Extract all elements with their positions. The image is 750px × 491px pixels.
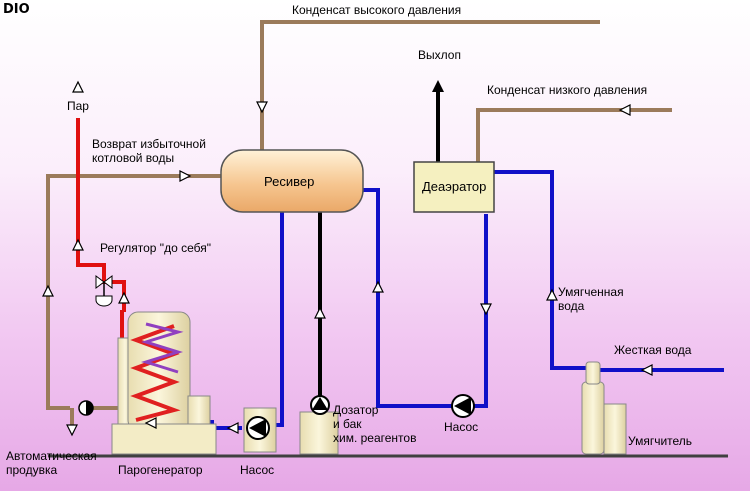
receiver-to-pump (272, 212, 284, 427)
lp-condensate-pipe (476, 108, 672, 162)
arrow-pump-to-gen (226, 422, 239, 434)
exhaust-label: Выхлоп (418, 48, 461, 62)
pump-left-icon (243, 407, 277, 453)
arrow-lp-left (618, 104, 631, 116)
arrow-return-up (42, 284, 54, 297)
arrow-steam-valve-up (118, 291, 130, 304)
dosing-label-1: Дозатор (333, 403, 379, 417)
pump-right-icon (451, 394, 475, 418)
arrow-steam-top (72, 80, 84, 93)
arrow-receiver-return-up (372, 280, 384, 293)
steam-generator (111, 311, 217, 455)
deaerator-label: Деаэратор (422, 179, 487, 194)
logo-text: DIO (3, 2, 30, 17)
hard-water-label: Жесткая вода (614, 343, 692, 357)
hp-condensate-label: Конденсат высокого давления (292, 3, 462, 17)
arrow-return-right (179, 170, 192, 182)
steam-label: Пар (67, 99, 89, 113)
arrow-hard-water-left (640, 364, 653, 376)
receiver-label: Ресивер (264, 174, 315, 189)
arrow-softened-up (546, 288, 558, 301)
dosing-label-3: хим. реагентов (333, 431, 417, 445)
arrow-blowdown-down (66, 424, 78, 437)
arrow-deaerator-down (480, 303, 492, 316)
blowdown-valve-icon (78, 400, 94, 416)
arrow-gen-left (144, 417, 157, 429)
regulator-label: Регулятор "до себя" (100, 241, 211, 255)
softened-water-label-2: вода (558, 299, 585, 313)
pump-to-deaerator (474, 214, 488, 408)
arrow-dosing-up (314, 306, 326, 319)
water-coil (140, 322, 184, 374)
regulator-valve-icon (95, 275, 113, 307)
auto-blowdown-label-2: продувка (6, 463, 58, 477)
softened-water-label-1: Умягченная (558, 285, 624, 299)
black-lines (318, 92, 440, 396)
dosing-label-2: и бак (333, 417, 362, 431)
dosing-tank (299, 395, 339, 455)
softener-unit (581, 361, 627, 455)
pump-right-label: Насос (444, 420, 479, 434)
exhaust-arrow (432, 80, 444, 92)
steam-generator-label: Парогенератор (118, 463, 203, 477)
receiver-vessel (220, 149, 364, 213)
deaerator-vessel (413, 161, 495, 213)
arrow-hp-down (256, 101, 268, 114)
return-water-label-1: Возврат избыточной (92, 137, 206, 151)
softener-label: Умягчитель (628, 434, 693, 448)
receiver-return (362, 188, 452, 408)
pump-left-label: Насос (240, 463, 275, 477)
lp-condensate-label: Конденсат низкого давления (487, 83, 648, 97)
return-water-label-2: котловой воды (92, 151, 175, 165)
arrow-steam-up (72, 238, 84, 251)
flow-arrows (42, 80, 653, 437)
auto-blowdown-label-1: Автоматическая (6, 449, 97, 463)
deaerator-to-softener (494, 170, 586, 370)
